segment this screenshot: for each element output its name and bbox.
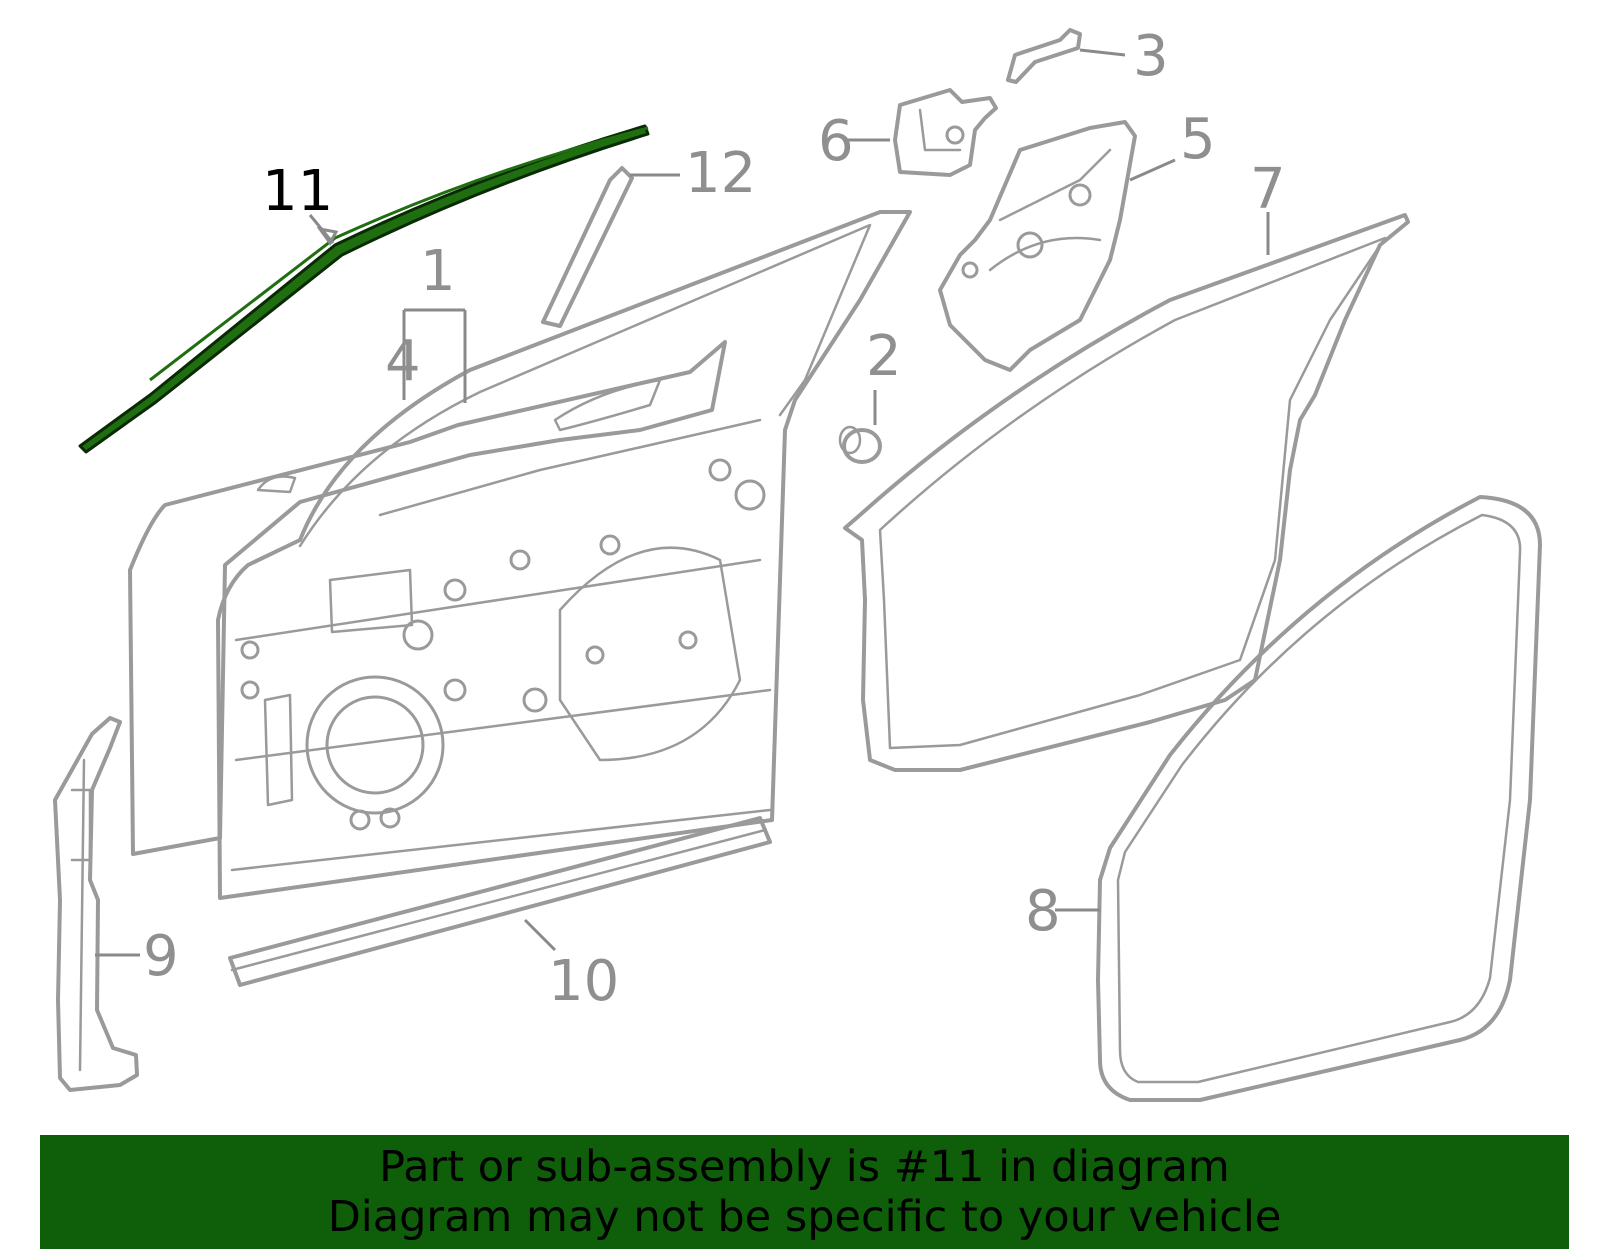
callout-leaders	[95, 48, 1270, 957]
callout-2: 2	[866, 324, 902, 389]
callout-9: 9	[143, 924, 179, 989]
part-6-lock	[893, 88, 998, 177]
callout-6: 6	[818, 109, 854, 174]
leader-10	[523, 918, 557, 952]
callout-5: 5	[1180, 107, 1216, 172]
leader-3	[1079, 48, 1126, 57]
part-4-outer-panel	[128, 340, 727, 856]
banner-line-1: Part or sub-assembly is #11 in diagram	[379, 1142, 1230, 1192]
banner-line-2: Diagram may not be specific to your vehi…	[327, 1192, 1282, 1242]
part-10-weatherstrip	[228, 816, 772, 987]
callout-4: 4	[385, 329, 421, 394]
part-2-grommet	[838, 425, 882, 464]
callout-7: 7	[1250, 157, 1286, 222]
leader-5	[1129, 158, 1176, 182]
part-1-door-shell	[216, 210, 912, 900]
callout-3: 3	[1133, 24, 1169, 89]
callout-12: 12	[685, 141, 756, 206]
part-12-trim	[541, 166, 634, 328]
part-9-seal	[53, 716, 139, 1092]
info-banner: Part or sub-assembly is #11 in diagram D…	[40, 1135, 1569, 1249]
part-7-weatherstrip	[843, 213, 1410, 772]
part-8-weatherstrip	[1096, 495, 1542, 1102]
callout-10: 10	[548, 949, 619, 1014]
part-11-molding[interactable]	[78, 124, 650, 454]
callout-8: 8	[1025, 879, 1061, 944]
part-3-bracket	[1006, 28, 1082, 84]
part-5-actuator	[938, 120, 1137, 372]
callout-1: 1	[420, 239, 456, 304]
callout-11: 11	[262, 159, 333, 224]
leader-1-4	[402, 308, 467, 403]
